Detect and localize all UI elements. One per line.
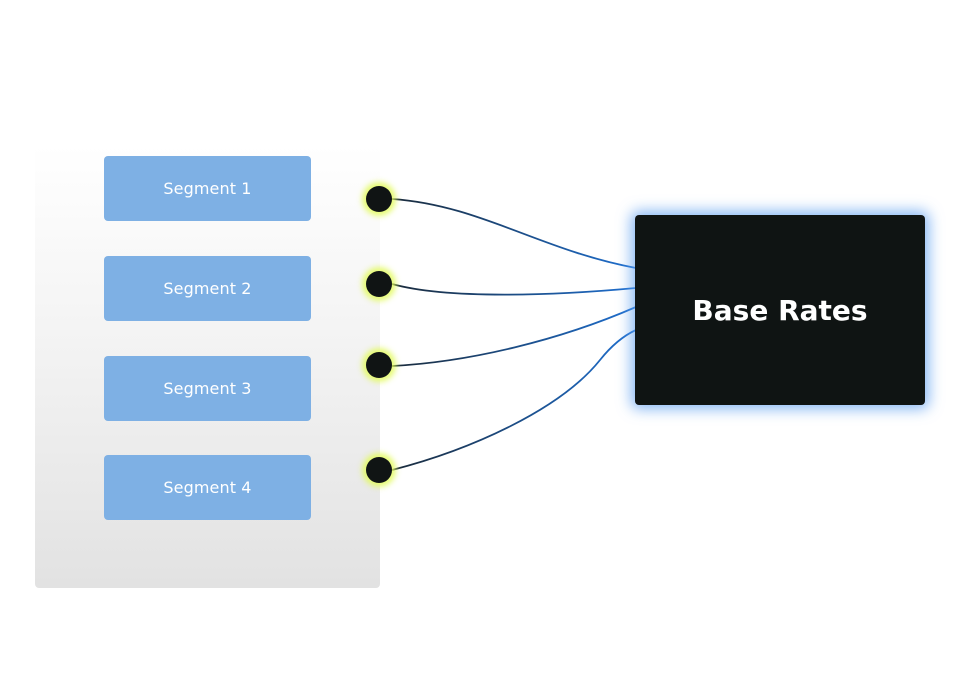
base-rates-label: Base Rates bbox=[692, 293, 868, 327]
output-port-4[interactable] bbox=[366, 457, 392, 483]
output-port-3[interactable] bbox=[366, 352, 392, 378]
segment-node-3[interactable]: Segment 3 bbox=[104, 356, 311, 421]
connection-line-1 bbox=[391, 198, 637, 269]
connection-line-2 bbox=[391, 283, 637, 296]
segment-node-1[interactable]: Segment 1 bbox=[104, 156, 311, 221]
output-port-1[interactable] bbox=[366, 186, 392, 212]
base-rates-node[interactable]: Base Rates bbox=[635, 215, 925, 405]
segment-node-2[interactable]: Segment 2 bbox=[104, 256, 311, 321]
segment-node-4[interactable]: Segment 4 bbox=[104, 455, 311, 520]
connection-line-3 bbox=[391, 306, 637, 367]
output-port-2[interactable] bbox=[366, 271, 392, 297]
connection-line-4 bbox=[391, 329, 637, 471]
